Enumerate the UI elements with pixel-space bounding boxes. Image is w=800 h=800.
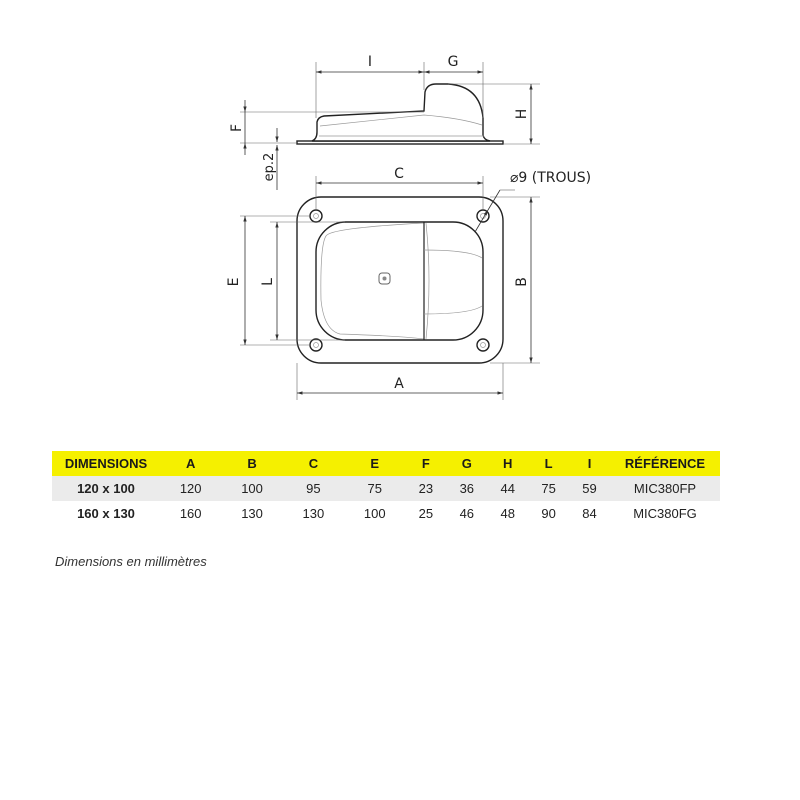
cell-e: 100 [363, 506, 386, 521]
cell-c: 130 [302, 506, 325, 521]
dim-label-g: G [448, 54, 459, 70]
cell-g: 36 [459, 481, 475, 496]
center-logo-icon [378, 272, 391, 285]
cell-f: 23 [418, 481, 434, 496]
cell-a: 120 [179, 481, 202, 496]
cell-b: 100 [241, 481, 263, 496]
recess-outline [315, 221, 484, 341]
cell-i: 84 [582, 506, 597, 521]
table-row: 120 x 100 120 100 95 75 23 36 44 75 59 M… [52, 476, 720, 501]
header-reference: RÉFÉRENCE [624, 456, 706, 471]
top-view: C A B E L ⌀9 (TROUS) [226, 166, 591, 400]
dim-label-l: L [260, 278, 276, 286]
header-i: I [587, 456, 592, 471]
dim-label-thickness: ep.2 [262, 153, 277, 182]
header-g: G [461, 456, 472, 471]
header-dimensions: DIMENSIONS [64, 456, 148, 471]
dim-label-f: F [229, 124, 245, 132]
cell-dimensions: 160 x 130 [77, 506, 135, 521]
dim-label-i: I [368, 54, 372, 70]
cell-f: 25 [418, 506, 434, 521]
cell-e: 75 [367, 481, 382, 496]
header-c: C [308, 456, 319, 471]
dim-label-c: C [394, 166, 404, 182]
cell-l: 90 [541, 506, 556, 521]
cell-reference: MIC380FP [633, 481, 697, 496]
header-b: B [247, 456, 257, 471]
cell-reference: MIC380FG [633, 506, 697, 521]
table-row: 160 x 130 160 130 130 100 25 46 48 90 84… [52, 501, 720, 526]
dimensions-table: DIMENSIONS A B C E F G H L I RÉFÉRENCE 1… [52, 451, 720, 526]
dim-label-b: B [514, 277, 530, 287]
cell-a: 160 [179, 506, 202, 521]
header-f: F [421, 456, 430, 471]
dim-label-a: A [394, 376, 404, 392]
header-a: A [185, 456, 196, 471]
cell-c: 95 [306, 481, 321, 496]
handle-body-side [311, 83, 491, 142]
side-view: I G H F ep.2 [229, 54, 540, 190]
cell-i: 59 [582, 481, 597, 496]
cell-dimensions: 120 x 100 [77, 481, 135, 496]
hole-diameter-label: ⌀9 (TROUS) [510, 170, 591, 186]
cell-h: 44 [500, 481, 515, 496]
header-l: L [544, 456, 553, 471]
cell-g: 46 [459, 506, 475, 521]
dim-label-h: H [514, 109, 530, 120]
units-note: Dimensions en millimètres [55, 554, 207, 569]
table-header-row: DIMENSIONS A B C E F G H L I RÉFÉRENCE [52, 451, 720, 476]
cell-h: 48 [500, 506, 515, 521]
header-h: H [503, 456, 513, 471]
cell-b: 130 [241, 506, 263, 521]
cell-l: 75 [541, 481, 556, 496]
dim-label-e: E [226, 278, 242, 287]
header-e: E [370, 456, 380, 471]
